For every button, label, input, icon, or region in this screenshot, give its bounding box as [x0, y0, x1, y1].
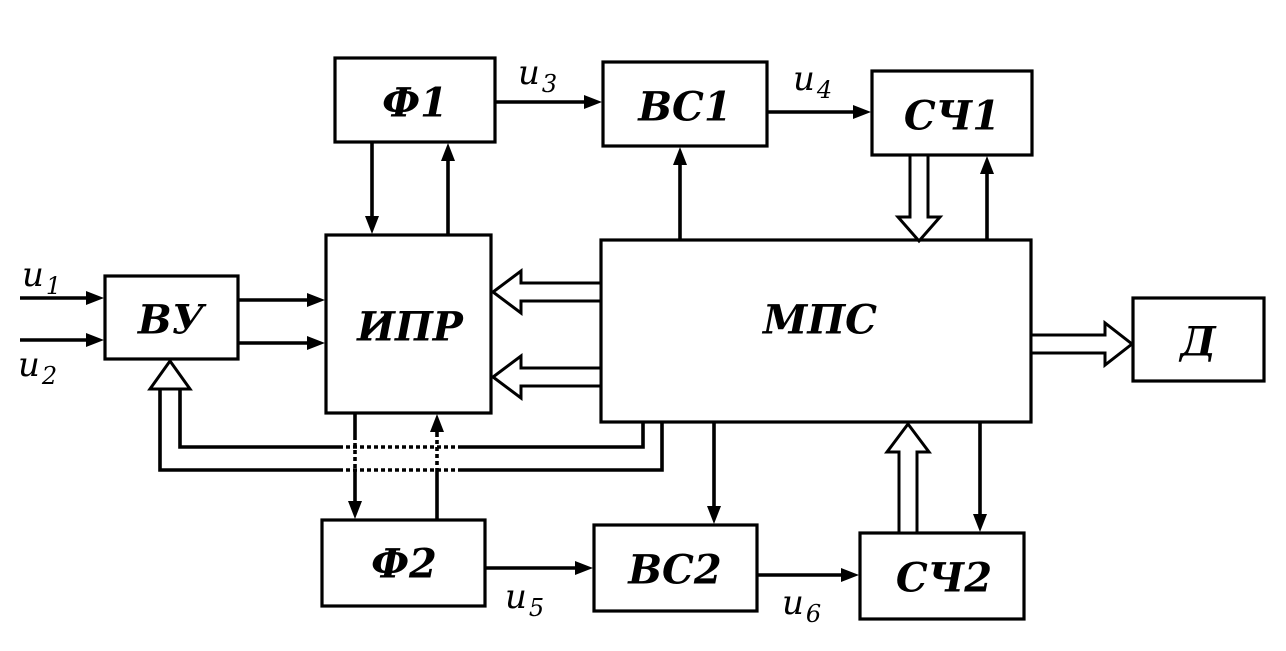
arrow-f2-to-ipr — [430, 414, 444, 520]
arrow-mps-to-sch1 — [980, 156, 994, 240]
block-vu: ВУ — [103, 274, 240, 361]
block-f2-label: Ф2 — [371, 541, 437, 588]
bus-mps-to-d — [1029, 319, 1135, 369]
bus-mps-to-vu — [147, 358, 664, 472]
block-ipr: ИПР — [324, 233, 493, 415]
signal-u2: u2 — [18, 345, 57, 390]
block-bc2-label: ВС2 — [627, 547, 721, 594]
signal-u4: u4 — [793, 59, 832, 104]
block-bc1-label: ВС1 — [637, 84, 731, 131]
block-d-label: Д — [1178, 319, 1217, 366]
signal-u5: u5 — [505, 577, 544, 622]
block-f1: Ф1 — [333, 56, 497, 144]
block-f2: Ф2 — [320, 518, 487, 608]
arrow-bc2-to-sch2 — [757, 568, 859, 582]
arrow-mps-to-bc1 — [673, 147, 687, 240]
signal-u1: u1 — [22, 255, 61, 300]
block-mps-label: МПС — [761, 297, 877, 344]
bus-mps-to-ipr-1 — [490, 268, 603, 316]
bus-mps-to-ipr-2 — [490, 353, 603, 401]
arrow-vu-to-ipr-1 — [238, 293, 325, 307]
block-bc1: ВС1 — [601, 60, 769, 148]
block-mps: МПС — [599, 238, 1033, 424]
arrow-f1-to-bc1 — [495, 95, 602, 109]
bus-sch1-to-mps — [894, 153, 944, 244]
arrow-bc1-to-sch1 — [767, 105, 871, 119]
block-sch2: СЧ2 — [858, 531, 1026, 621]
arrow-ipr-to-f2 — [348, 413, 362, 519]
arrow-f2-to-bc2 — [485, 561, 593, 575]
block-f1-label: Ф1 — [382, 80, 448, 127]
signal-u6: u6 — [782, 583, 821, 628]
block-ipr-label: ИПР — [356, 304, 465, 351]
arrow-u2-to-vu — [20, 333, 104, 347]
arrow-u1-to-vu — [20, 291, 104, 305]
block-bc2: ВС2 — [592, 523, 759, 613]
arrow-f1-to-ipr — [365, 142, 379, 234]
arrow-mps-to-sch2 — [973, 422, 987, 532]
block-vu-label: ВУ — [137, 297, 207, 344]
block-sch1: СЧ1 — [870, 69, 1034, 157]
bus-sch2-to-mps — [884, 421, 932, 535]
arrow-mps-to-bc2 — [707, 422, 721, 524]
signal-u3: u3 — [518, 53, 557, 98]
block-sch1-label: СЧ1 — [904, 93, 1000, 140]
block-d: Д — [1131, 296, 1266, 383]
arrow-vu-to-ipr-2 — [238, 336, 325, 350]
arrow-ipr-to-f1 — [441, 143, 455, 235]
block-sch2-label: СЧ2 — [896, 555, 992, 602]
